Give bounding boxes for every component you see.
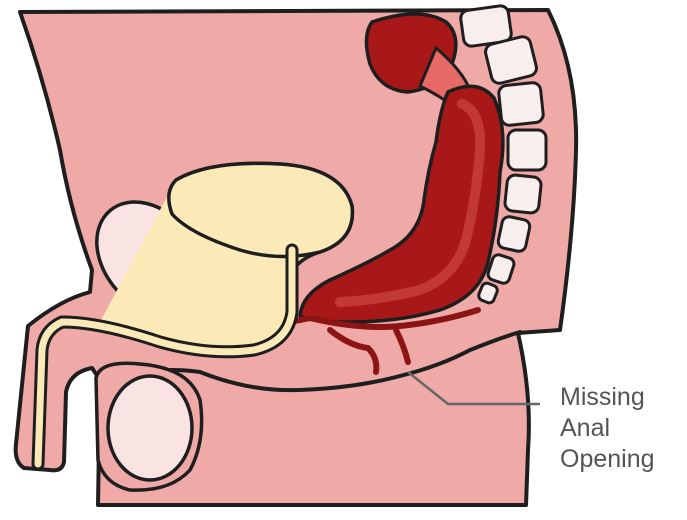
vertebra [508, 130, 546, 170]
testis [108, 376, 192, 480]
callout-line-2: Anal [560, 413, 684, 444]
vertebra [498, 82, 544, 126]
missing-anal-opening-label: Missing Anal Opening [560, 382, 684, 475]
callout-line-1: Missing [560, 382, 684, 413]
callout-line-3: Opening [560, 444, 684, 475]
vertebra [497, 215, 531, 252]
vertebra [504, 174, 542, 213]
